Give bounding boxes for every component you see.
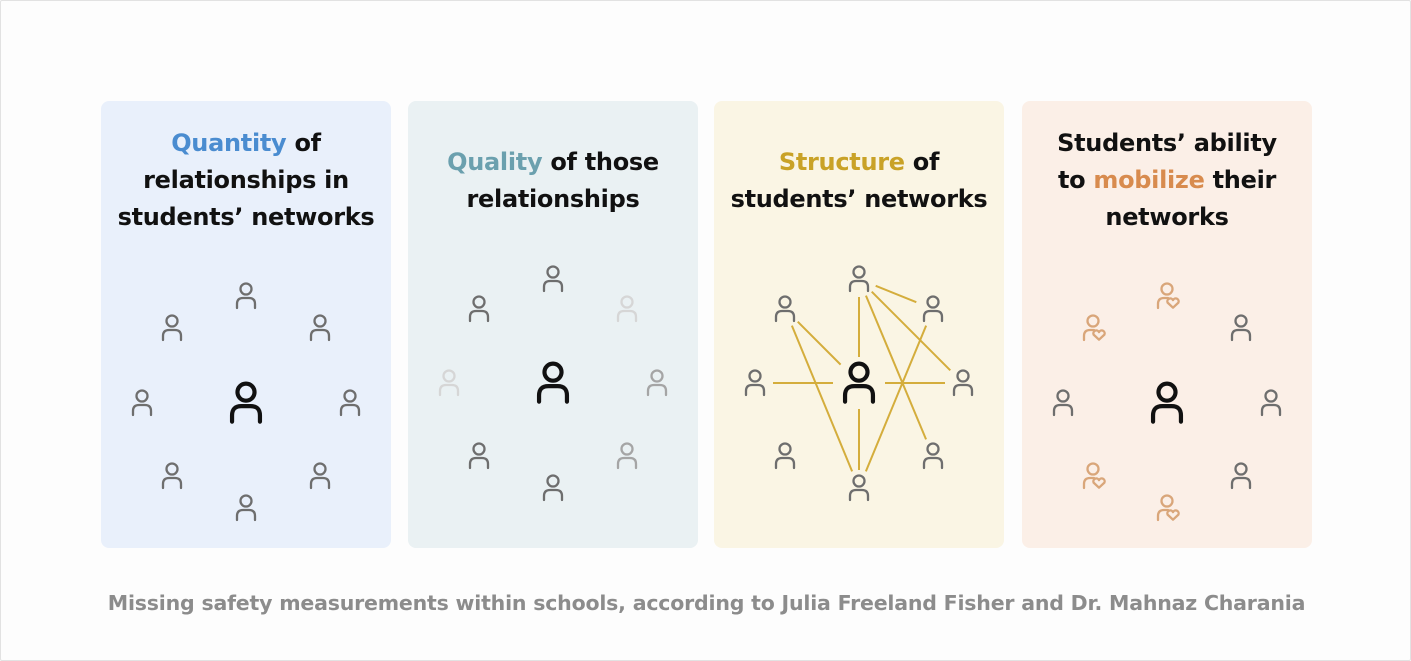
title-rest: of students’ networks bbox=[730, 148, 988, 213]
title-highlight: Quality bbox=[447, 148, 543, 176]
person-heart-icon bbox=[1156, 282, 1180, 310]
connection-line bbox=[864, 325, 928, 472]
network-graphic bbox=[744, 265, 974, 502]
person-icon bbox=[1230, 462, 1252, 490]
person-icon bbox=[235, 494, 257, 522]
connection-line bbox=[797, 321, 842, 366]
title-highlight: Structure bbox=[778, 148, 905, 176]
person-icon bbox=[468, 295, 490, 323]
panel-structure: Structure of students’ networks bbox=[714, 101, 1004, 548]
panel-quantity: Quantity of relationships in students’ n… bbox=[101, 101, 391, 548]
connection-line bbox=[875, 284, 917, 304]
title-lead: Students’ ability to bbox=[1057, 129, 1277, 194]
person-icon bbox=[1230, 314, 1252, 342]
person-icon bbox=[848, 474, 870, 502]
person-icon bbox=[1260, 389, 1282, 417]
person-icon bbox=[922, 295, 944, 323]
person-icon bbox=[309, 314, 331, 342]
person-icon bbox=[161, 462, 183, 490]
person-icon bbox=[774, 442, 796, 470]
person-icon bbox=[616, 295, 638, 323]
person-icon bbox=[1052, 389, 1074, 417]
panel-title: Students’ ability to mobilize their netw… bbox=[1022, 125, 1312, 236]
figure-caption: Missing safety measurements within schoo… bbox=[107, 591, 1306, 615]
person-heart-icon bbox=[1082, 462, 1106, 490]
title-highlight: Quantity bbox=[171, 129, 287, 157]
person-icon bbox=[922, 442, 944, 470]
person-heart-icon bbox=[1156, 494, 1180, 522]
network-graphic bbox=[438, 265, 668, 502]
person-icon bbox=[131, 389, 153, 417]
panel-mobilize: Students’ ability to mobilize their netw… bbox=[1022, 101, 1312, 548]
center-student-icon bbox=[229, 381, 263, 424]
center-student-icon bbox=[1150, 381, 1184, 424]
person-icon bbox=[616, 442, 638, 470]
person-icon bbox=[339, 389, 361, 417]
person-icon bbox=[438, 369, 460, 397]
panel-title: Quantity of relationships in students’ n… bbox=[101, 125, 391, 236]
person-icon bbox=[744, 369, 766, 397]
connection-line bbox=[865, 295, 927, 440]
heart-icon bbox=[1166, 509, 1180, 521]
heart-icon bbox=[1092, 477, 1106, 489]
connection-line bbox=[790, 325, 854, 472]
person-heart-icon bbox=[1082, 314, 1106, 342]
connection-line bbox=[871, 291, 951, 371]
title-rest: of relationships in students’ networks bbox=[117, 129, 375, 231]
network-graphic bbox=[131, 282, 361, 522]
person-icon bbox=[468, 442, 490, 470]
panel-title: Quality of those relationships bbox=[408, 144, 698, 218]
person-icon bbox=[161, 314, 183, 342]
title-rest: of those relationships bbox=[466, 148, 660, 213]
person-icon bbox=[774, 295, 796, 323]
title-highlight: mobilize bbox=[1093, 166, 1205, 194]
panel-quality: Quality of those relationships bbox=[408, 101, 698, 548]
person-icon bbox=[235, 282, 257, 310]
person-icon bbox=[848, 265, 870, 293]
person-icon bbox=[542, 265, 564, 293]
panel-title: Structure of students’ networks bbox=[714, 144, 1004, 218]
heart-icon bbox=[1092, 329, 1106, 341]
center-student-icon bbox=[536, 361, 570, 404]
person-icon bbox=[309, 462, 331, 490]
person-icon bbox=[952, 369, 974, 397]
title-rest: their networks bbox=[1105, 166, 1277, 231]
center-student-icon bbox=[842, 361, 876, 404]
network-graphic bbox=[1052, 282, 1282, 522]
heart-icon bbox=[1166, 297, 1180, 309]
person-icon bbox=[542, 474, 564, 502]
person-icon bbox=[646, 369, 668, 397]
